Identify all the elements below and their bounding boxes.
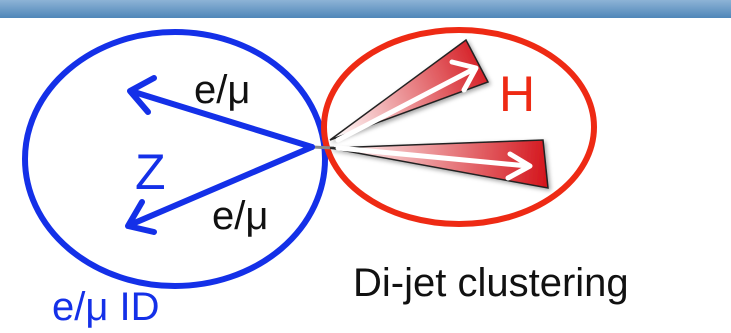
clustering-caption: Di-jet clustering bbox=[353, 261, 629, 305]
top-band bbox=[0, 0, 731, 18]
z-label: Z bbox=[135, 144, 166, 200]
lepton-bottom-label: e/μ bbox=[212, 194, 268, 238]
h-label: H bbox=[499, 66, 535, 122]
z-system-ellipse bbox=[22, 29, 328, 289]
jet-cone-upper bbox=[329, 38, 490, 141]
h-system-ellipse bbox=[321, 27, 597, 227]
id-caption: e/μ ID bbox=[52, 285, 160, 329]
jet-arrow-upper-icon bbox=[335, 59, 479, 143]
lepton-top-label: e/μ bbox=[194, 68, 250, 112]
lepton-arrow-upper-icon bbox=[127, 75, 315, 150]
jet-arrow-lower-icon bbox=[335, 145, 533, 181]
lepton-arrow-lower-icon bbox=[125, 144, 315, 235]
